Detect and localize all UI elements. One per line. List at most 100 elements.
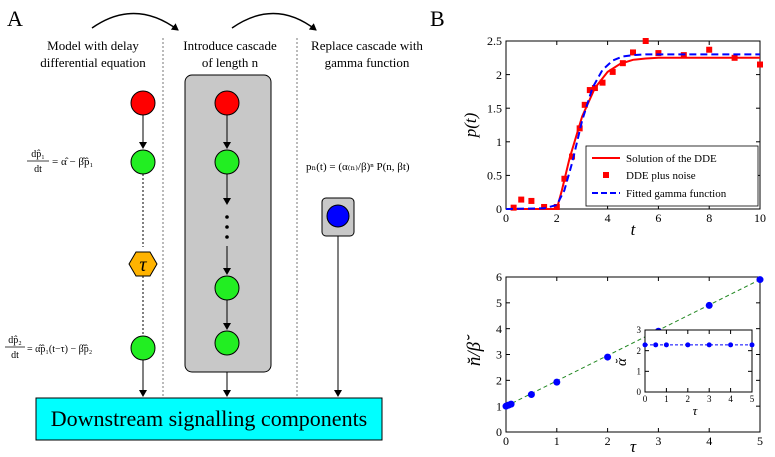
y-tick-label: 2 xyxy=(496,374,502,388)
panel-b-label: B xyxy=(430,6,445,31)
series-dashed-line-1 xyxy=(505,279,761,407)
data-point-square xyxy=(518,196,525,203)
legend-label-gamma: Fitted gamma function xyxy=(626,188,727,200)
y-tick-label: 2 xyxy=(637,346,642,356)
x-tick-label: 5 xyxy=(757,434,763,448)
data-point-circle xyxy=(705,301,713,309)
x-tick-label: 0 xyxy=(503,434,509,448)
ellipsis-dot-2 xyxy=(225,225,229,229)
data-point-square xyxy=(586,87,593,94)
data-point-square xyxy=(553,203,560,210)
green-node-col2-1 xyxy=(214,149,240,175)
downstream-box xyxy=(35,397,383,441)
y-tick-label: 0 xyxy=(637,387,642,397)
series-dashed-line-2 xyxy=(505,53,760,210)
data-point-circle xyxy=(604,353,612,361)
y-tick-label: 1.5 xyxy=(487,101,502,115)
x-tick-label: 0 xyxy=(643,394,648,404)
data-point-square xyxy=(731,54,738,61)
data-point-circle xyxy=(756,276,764,284)
green-node-col2-2 xyxy=(214,275,240,301)
data-point-square xyxy=(576,125,583,132)
data-point-square xyxy=(528,197,535,204)
chart1-series xyxy=(505,38,763,211)
data-point-square xyxy=(591,85,598,92)
data-point-circle xyxy=(642,342,648,348)
data-point-square xyxy=(609,68,616,75)
panel-a: A Model with delay differential equation… xyxy=(5,6,423,441)
y-tick-label: 5 xyxy=(496,296,502,310)
data-point-square xyxy=(541,203,548,210)
inset-series xyxy=(642,342,755,348)
data-point-circle xyxy=(527,391,535,399)
eq1-lhs-denominator: dt xyxy=(34,164,42,175)
x-tick-label: 2 xyxy=(554,211,560,225)
x-tick-label: 1 xyxy=(554,434,560,448)
data-point-circle xyxy=(749,342,755,348)
legend-swatch-noise xyxy=(603,172,609,178)
col1-title-line1: Model with delay xyxy=(47,38,139,53)
inset-ylabel: ᾰ xyxy=(614,357,630,366)
x-tick-label: 5 xyxy=(750,394,755,404)
legend-label-noise: DDE plus noise xyxy=(626,170,696,182)
y-tick-label: 0.5 xyxy=(487,169,502,183)
panel-a-label: A xyxy=(7,6,23,31)
eq2-lhs-denominator: dt xyxy=(11,350,19,361)
col3-title-line1: Replace cascade with xyxy=(311,38,423,53)
x-tick-label: 1 xyxy=(664,394,669,404)
downstream-label: Downstream signalling components xyxy=(51,406,368,431)
y-tick-label: 3 xyxy=(496,348,502,362)
data-point-circle xyxy=(728,342,734,348)
y-tick-label: 3 xyxy=(637,325,642,335)
eq3-gamma: pₙ(t) = (α₍ₙ₎/β)ⁿ P(n, βt) xyxy=(306,161,410,173)
ellipsis-dot-3 xyxy=(225,235,229,239)
data-point-circle xyxy=(653,342,659,348)
chart1-legend: Solution of the DDE DDE plus noise Fitte… xyxy=(585,145,759,207)
eq2-rhs: = α̂p̂₁(t−τ) − β̂p̂₂ xyxy=(27,344,92,355)
y-tick-label: 0 xyxy=(496,202,502,216)
data-point-square xyxy=(510,204,517,211)
data-point-square xyxy=(619,60,626,67)
col2-title-line2: of length n xyxy=(202,55,259,70)
data-point-square xyxy=(706,46,713,53)
x-tick-label: 2 xyxy=(605,434,611,448)
chart2-xlabel: τ xyxy=(630,437,637,456)
tau-symbol: τ xyxy=(139,254,147,276)
green-node-col1-bottom xyxy=(130,335,156,361)
curved-arrow-1 xyxy=(91,12,179,31)
green-node-col2-3 xyxy=(214,330,240,356)
x-tick-label: 6 xyxy=(655,211,661,225)
y-tick-label: 4 xyxy=(496,322,502,336)
data-point-circle xyxy=(685,342,691,348)
series-line-0 xyxy=(506,56,760,210)
inset-axes-box xyxy=(644,329,753,393)
ellipsis-dot-1 xyxy=(225,215,229,219)
tau-delay-node xyxy=(128,251,158,277)
data-point-circle xyxy=(507,400,515,408)
y-tick-label: 1 xyxy=(496,399,502,413)
col1-title-line2: differential equation xyxy=(40,55,146,70)
red-node-col1 xyxy=(130,90,156,116)
cascade-box xyxy=(184,74,272,373)
chart2-series xyxy=(502,276,764,410)
y-tick-label: 0 xyxy=(496,425,502,439)
chart1-xlabel: t xyxy=(631,220,637,239)
blue-node xyxy=(326,204,350,228)
data-point-square xyxy=(655,50,662,57)
data-point-circle xyxy=(663,342,669,348)
x-tick-label: 4 xyxy=(605,211,611,225)
inset-xlabel: τ xyxy=(693,403,699,418)
eq2-lhs-numerator: dp̂₂ xyxy=(8,335,22,346)
green-node-col1-top xyxy=(130,149,156,175)
col3-title-line2: gamma function xyxy=(325,55,410,70)
x-tick-label: 2 xyxy=(686,394,691,404)
y-tick-label: 6 xyxy=(496,270,502,284)
x-tick-label: 3 xyxy=(707,394,712,404)
chart1-ylabel: p(t) xyxy=(461,112,480,138)
